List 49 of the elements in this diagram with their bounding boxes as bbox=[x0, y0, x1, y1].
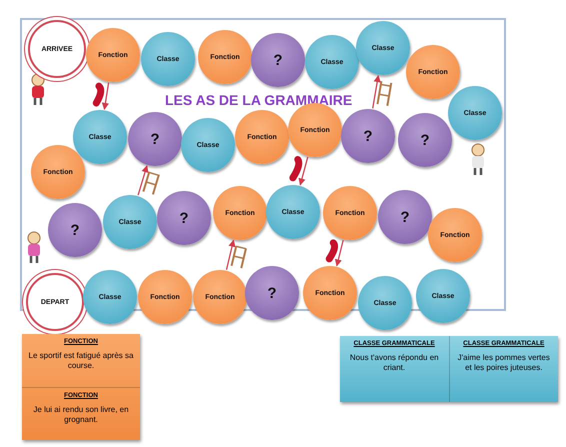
arrow bbox=[102, 82, 110, 110]
board-space bbox=[73, 110, 127, 164]
board-space bbox=[48, 203, 102, 257]
arrow bbox=[138, 165, 148, 196]
board-space bbox=[251, 33, 305, 87]
space-label: ? bbox=[400, 208, 410, 226]
board-space bbox=[266, 185, 320, 239]
board-space bbox=[181, 118, 235, 172]
card-sentence: Nous t'avons répondu en criant. bbox=[348, 353, 440, 374]
board-space bbox=[416, 269, 470, 323]
card-sentence: J'aime les pommes vertes et les poires juteuses. bbox=[456, 353, 551, 374]
space-label: ? bbox=[273, 52, 283, 68]
board-space bbox=[198, 30, 252, 84]
board-space bbox=[406, 45, 460, 99]
board-space bbox=[245, 266, 299, 320]
arrow bbox=[298, 156, 308, 186]
space-label: ? bbox=[70, 222, 80, 238]
board-space bbox=[103, 195, 157, 249]
space-label: ? bbox=[179, 210, 189, 226]
board-space bbox=[341, 109, 395, 163]
space-label: ? bbox=[420, 132, 430, 148]
board-space bbox=[213, 186, 267, 240]
board-space bbox=[448, 86, 502, 140]
board-space bbox=[31, 145, 85, 199]
board-space bbox=[83, 270, 137, 324]
arrow bbox=[334, 240, 344, 267]
board-space bbox=[323, 186, 377, 240]
space-label: ? bbox=[267, 284, 277, 302]
board-space bbox=[86, 28, 140, 82]
board-space bbox=[305, 35, 359, 89]
card-sentence: Je lui ai rendu son livre, en grognant. bbox=[32, 404, 130, 426]
arrow bbox=[226, 240, 236, 270]
board-space bbox=[157, 191, 211, 245]
board-space bbox=[358, 276, 412, 330]
board-space bbox=[141, 32, 195, 86]
board-title: LES AS DE LA GRAMMAIRE bbox=[165, 92, 352, 108]
board-space bbox=[193, 270, 247, 324]
card-sentence: Le sportif est fatigué après sa course. bbox=[28, 351, 134, 372]
board-space bbox=[378, 190, 432, 244]
board-space bbox=[303, 266, 357, 320]
space-label: ? bbox=[363, 128, 373, 144]
board-space bbox=[138, 270, 192, 324]
board-space bbox=[428, 208, 482, 262]
board-space bbox=[398, 113, 452, 167]
arrow bbox=[372, 74, 381, 108]
board-space bbox=[356, 21, 410, 75]
board-space bbox=[235, 110, 289, 164]
space-label: ? bbox=[150, 130, 160, 148]
board-space bbox=[128, 112, 182, 166]
